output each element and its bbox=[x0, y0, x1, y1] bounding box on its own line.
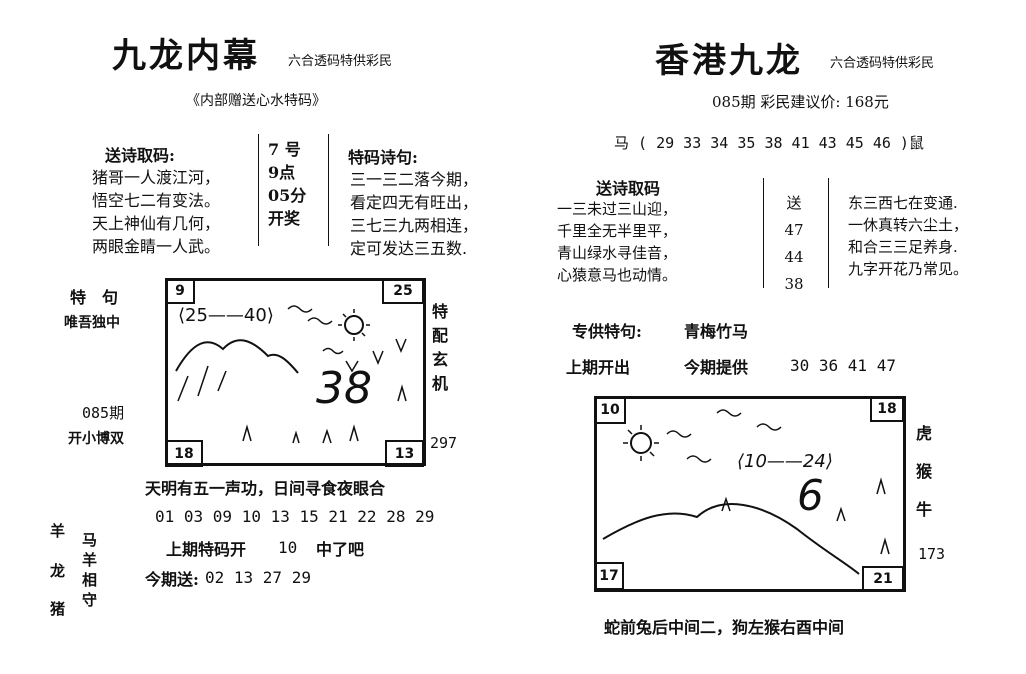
right-special-text: 青梅竹马 bbox=[684, 322, 749, 341]
poem-line: 和合三三足养身. bbox=[848, 238, 958, 256]
right-picture-frame: ⟨10——24⟩ 6 bbox=[594, 396, 906, 592]
draw-hour: 9点 bbox=[268, 163, 296, 182]
left-send-nums: 02 13 27 29 bbox=[205, 568, 311, 587]
right-range-text: ⟨10——24⟩ bbox=[737, 451, 833, 472]
left-corner-tr: 25 bbox=[382, 278, 424, 304]
divider bbox=[763, 178, 764, 288]
poem-line: 定可发达三五数. bbox=[350, 239, 468, 258]
left-draw-info: 7 号 9点 05分 开奖 bbox=[268, 138, 306, 230]
left-subtitle: 六合透码特供彩民 bbox=[288, 54, 393, 69]
poem-line: 看定四无有旺出， bbox=[350, 193, 479, 212]
left-send-label: 今期送: bbox=[145, 570, 199, 589]
left-corner-bl: 18 bbox=[165, 440, 203, 467]
divider bbox=[328, 134, 329, 246]
right-side-number: 173 bbox=[918, 545, 946, 563]
left-zodiac-mid: 马羊相守 bbox=[82, 531, 98, 609]
poem-line: 三七三九两相连， bbox=[350, 216, 479, 235]
left-sketch bbox=[175, 305, 407, 444]
left-title: 九龙内幕 bbox=[112, 36, 260, 76]
left-side-number: 297 bbox=[430, 434, 458, 452]
left-side-vertical: 特配玄机 bbox=[432, 302, 449, 393]
left-riddle: 天明有五一声功，日间寻食夜眼合 bbox=[145, 479, 386, 498]
send-number: 44 bbox=[784, 248, 804, 266]
poem-line: 天上神仙有几何， bbox=[92, 214, 221, 233]
poem-line: 两眼金睛一人武。 bbox=[92, 237, 221, 256]
right-offer-label: 今期提供 bbox=[684, 358, 749, 377]
right-corner-tl: 10 bbox=[594, 396, 626, 424]
left-big-number: 38 bbox=[316, 363, 372, 414]
right-poem2: 东三西七在变通. 一休真转六尘土， 和合三三足养身. 九字开花乃常见。 bbox=[848, 192, 968, 280]
zodiac-dragon: 龙 bbox=[50, 562, 66, 580]
right-big-number: 6 bbox=[797, 471, 824, 520]
left-period-note: 开小博双 bbox=[68, 431, 124, 447]
left-tema-header: 特码诗句: bbox=[348, 148, 418, 167]
draw-number: 7 号 bbox=[268, 140, 301, 159]
poem-line: 东三西七在变通. bbox=[848, 194, 958, 212]
right-sketch bbox=[602, 409, 890, 575]
left-picture-frame: ⟨25——40⟩ 38 bbox=[165, 278, 426, 466]
left-corner-br: 13 bbox=[385, 440, 424, 467]
zodiac-ox: 牛 bbox=[916, 500, 933, 519]
divider bbox=[258, 134, 259, 246]
left-tema-poem: 三一三二落今期， 看定四无有旺出， 三七三九两相连， 定可发达三五数. bbox=[350, 168, 478, 260]
poem-line: 猪哥一人渡江河， bbox=[92, 168, 221, 187]
send-label: 送 bbox=[786, 194, 802, 212]
right-send-col: 送 47 44 38 bbox=[782, 190, 806, 298]
left-poem-header: 送诗取码: bbox=[105, 146, 175, 165]
poem-line: 悟空七二有变法。 bbox=[92, 191, 221, 210]
zodiac-monkey: 猴 bbox=[916, 462, 933, 481]
send-number: 47 bbox=[784, 221, 804, 239]
right-corner-tr: 18 bbox=[870, 396, 904, 422]
poem-line: 一休真转六尘土， bbox=[848, 216, 969, 234]
divider bbox=[828, 178, 829, 288]
poem-line: 心猿意马也动情。 bbox=[557, 266, 678, 284]
right-poem: 一三未过三山迎， 千里全无半里平， 青山绿水寻佳音， 心猿意马也动情。 bbox=[557, 198, 677, 286]
left-range-text: ⟨25——40⟩ bbox=[178, 305, 274, 326]
right-poem-header: 送诗取码 bbox=[596, 179, 661, 198]
draw-label: 开奖 bbox=[268, 209, 301, 228]
zodiac-pig: 猪 bbox=[50, 600, 66, 618]
left-last-num: 10 bbox=[278, 538, 298, 557]
left-last-suffix: 中了吧 bbox=[316, 540, 365, 559]
right-title: 香港九龙 bbox=[655, 41, 803, 81]
left-period: 085期 bbox=[82, 404, 125, 422]
right-price-line: 085期 彩民建议价: 168元 bbox=[712, 93, 889, 111]
left-numbers: 01 03 09 10 13 15 21 22 28 29 bbox=[155, 507, 435, 526]
send-number: 38 bbox=[784, 275, 804, 293]
left-poem: 猪哥一人渡江河， 悟空七二有变法。 天上神仙有几何， 两眼金睛一人武。 bbox=[92, 166, 220, 258]
zodiac-sheep: 羊 bbox=[50, 522, 66, 540]
left-corner-tl: 9 bbox=[165, 278, 195, 304]
right-subtitle: 六合透码特供彩民 bbox=[830, 56, 935, 71]
poem-line: 青山绿水寻佳音， bbox=[557, 244, 678, 262]
poem-line: 九字开花乃常见。 bbox=[848, 260, 969, 278]
poem-line: 一三未过三山迎， bbox=[557, 200, 678, 218]
right-offer-nums: 30 36 41 47 bbox=[790, 356, 896, 375]
right-numbers-line: 马 ( 29 33 34 35 38 41 43 45 46 )鼠 bbox=[614, 134, 924, 152]
right-corner-bl: 17 bbox=[594, 562, 624, 590]
left-gift-note: 《内部赠送心水特码》 bbox=[186, 93, 326, 109]
right-corner-br: 21 bbox=[862, 566, 904, 592]
left-last-label: 上期特码开 bbox=[166, 540, 247, 559]
left-teju-text: 唯吾独中 bbox=[64, 315, 120, 331]
right-last-label: 上期开出 bbox=[566, 358, 631, 377]
right-riddle: 蛇前兔后中间二，狗左猴右酉中间 bbox=[604, 618, 845, 637]
poem-line: 千里全无半里平， bbox=[557, 222, 678, 240]
poem-line: 三一三二落今期， bbox=[350, 170, 479, 189]
left-teju-title: 特 句 bbox=[70, 288, 119, 307]
right-special-label: 专供特句: bbox=[572, 322, 642, 341]
draw-minute: 05分 bbox=[268, 186, 307, 205]
zodiac-tiger: 虎 bbox=[916, 424, 933, 443]
